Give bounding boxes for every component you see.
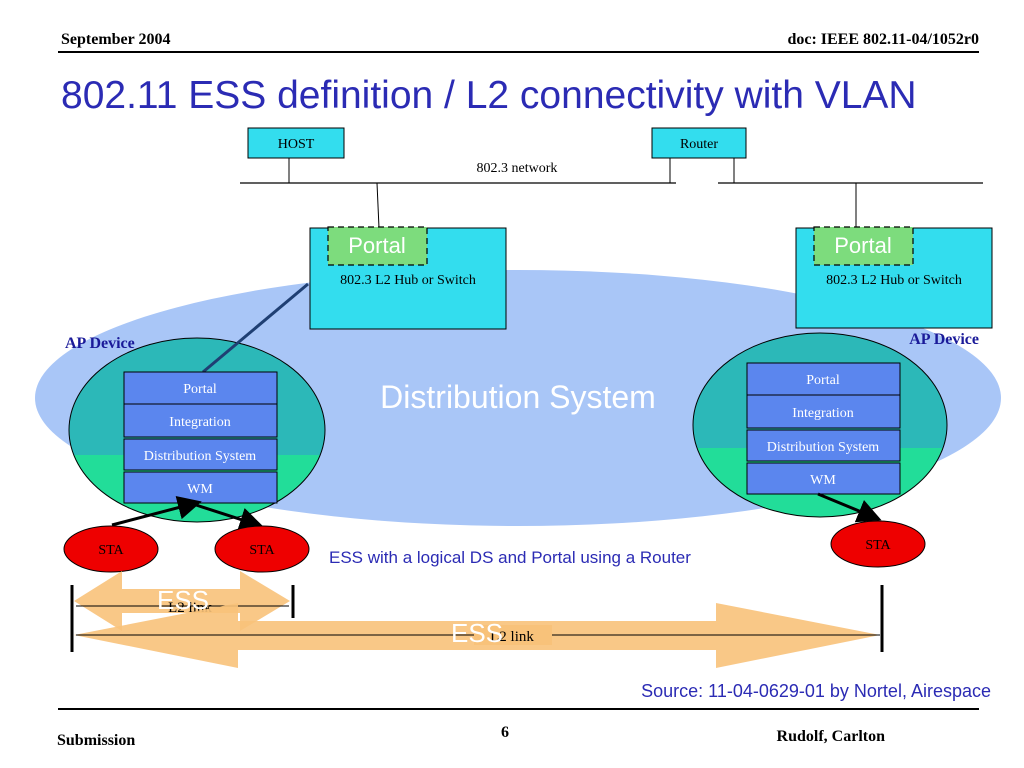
sta-label-2: STA [249, 543, 275, 558]
left-portal-box [327, 226, 428, 266]
sta1-wm-link [111, 495, 202, 527]
ess-small-label: ESS [157, 585, 209, 615]
right-ap-label: AP Device [909, 331, 979, 348]
footer-authors: Rudolf, Carlton [777, 728, 886, 745]
ess-large-link-label-bg [474, 625, 552, 645]
diagram-caption: ESS with a logical DS and Portal using a… [329, 548, 691, 567]
left-ap-uplink [202, 282, 309, 374]
left-ap-layer-wm: WM [187, 482, 213, 497]
header-date: September 2004 [61, 31, 170, 48]
left-ap-layer-portal: Portal [183, 382, 217, 397]
left-ap-label: AP Device [65, 335, 135, 352]
ess-large-link-label: L2 link [490, 629, 534, 645]
sta-label-1: STA [98, 543, 124, 558]
network-label: 802.3 network [477, 161, 558, 176]
router-box [651, 127, 747, 159]
header-doc-id: doc: IEEE 802.11-04/1052r0 [787, 31, 979, 48]
sta-node-3 [830, 520, 926, 568]
distribution-system-label: Distribution System [380, 379, 656, 415]
right-switch-label: 802.3 L2 Hub or Switch [826, 273, 962, 288]
right-portal-box [813, 226, 914, 266]
ess-small-arrow [74, 571, 290, 631]
sta2-wm-link [195, 503, 264, 531]
left-switch-drop [376, 182, 380, 229]
left-switch-label: 802.3 L2 Hub or Switch [340, 273, 476, 288]
sta-label-3: STA [865, 538, 891, 553]
footer-submission: Submission [57, 732, 135, 749]
left-ap-layer-ds: Distribution System [144, 449, 257, 464]
source-note: Source: 11-04-0629-01 by Nortel, Airespa… [641, 681, 991, 701]
slide-title: 802.11 ESS definition / L2 connectivity … [61, 74, 917, 117]
right-portal-label: Portal [834, 233, 891, 258]
sta-node-2 [214, 525, 310, 573]
right-ap-layer-integration: Integration [792, 406, 853, 421]
footer-page-number: 6 [501, 724, 509, 741]
left-ap-layer-integration: Integration [169, 415, 230, 430]
router-label: Router [680, 137, 718, 152]
ess-large-label: ESS [451, 618, 503, 648]
right-ap-stack [746, 362, 901, 495]
host-label: HOST [278, 137, 315, 152]
host-box [247, 127, 345, 159]
right-ap-layer-ds: Distribution System [767, 440, 880, 455]
right-ap-layer-wm: WM [810, 473, 836, 488]
sta3-wm-link [817, 492, 882, 523]
sta-node-1 [63, 525, 159, 573]
left-portal-label: Portal [348, 233, 405, 258]
right-ap-layer-portal: Portal [806, 373, 840, 388]
left-ap-stack [123, 371, 278, 504]
